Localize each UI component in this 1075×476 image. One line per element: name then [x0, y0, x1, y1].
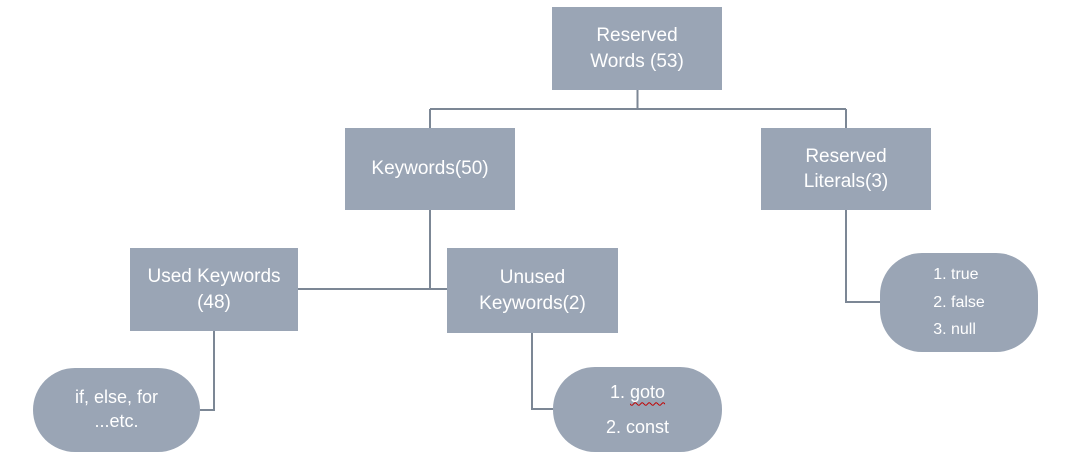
node-used-keywords: Used Keywords (48) [130, 248, 298, 331]
node-label-line: Used Keywords [147, 266, 281, 288]
list-item-number: 1. [609, 382, 630, 403]
node-label-line: Unused [499, 267, 566, 289]
node-label-line: Reserved [805, 145, 887, 167]
misspelled-word: goto [629, 382, 666, 403]
node-label-line: Words (53) [590, 50, 684, 72]
connector-unused-to-examples [531, 333, 553, 410]
node-label-line: ...etc. [94, 411, 139, 431]
list-item-goto: 1. goto [610, 375, 665, 409]
node-unused-keywords: Unused Keywords(2) [447, 248, 618, 333]
list-item-null: 3. null [933, 321, 976, 339]
list-item-false: 2. false [933, 293, 985, 311]
node-keywords: Keywords(50) [345, 128, 515, 210]
node-label-line: Keywords(50) [371, 158, 489, 180]
node-reserved-literal-examples: 1. true 2. false 3. null [880, 253, 1038, 352]
node-label-line: (48) [197, 291, 231, 313]
node-label-line: if, else, for [74, 387, 159, 408]
node-unused-keyword-examples: 1. goto 2. const [553, 367, 722, 452]
connector-root-to-children [429, 90, 847, 128]
node-label-line: Reserved [596, 25, 678, 47]
node-used-keyword-examples: if, else, for ...etc. [33, 368, 200, 452]
list-item-const: 2. const [605, 416, 670, 437]
list-item-true: 1. true [933, 266, 979, 284]
connector-literals-to-examples [845, 210, 884, 303]
node-reserved-literals: Reserved Literals(3) [761, 128, 931, 210]
node-reserved-words: Reserved Words (53) [552, 7, 722, 90]
connector-used-to-examples [200, 331, 215, 411]
literal-list: 1. true 2. false 3. null [933, 261, 985, 344]
node-label-line: Literals(3) [803, 171, 889, 192]
node-label-line: Keywords(2) [479, 292, 586, 314]
